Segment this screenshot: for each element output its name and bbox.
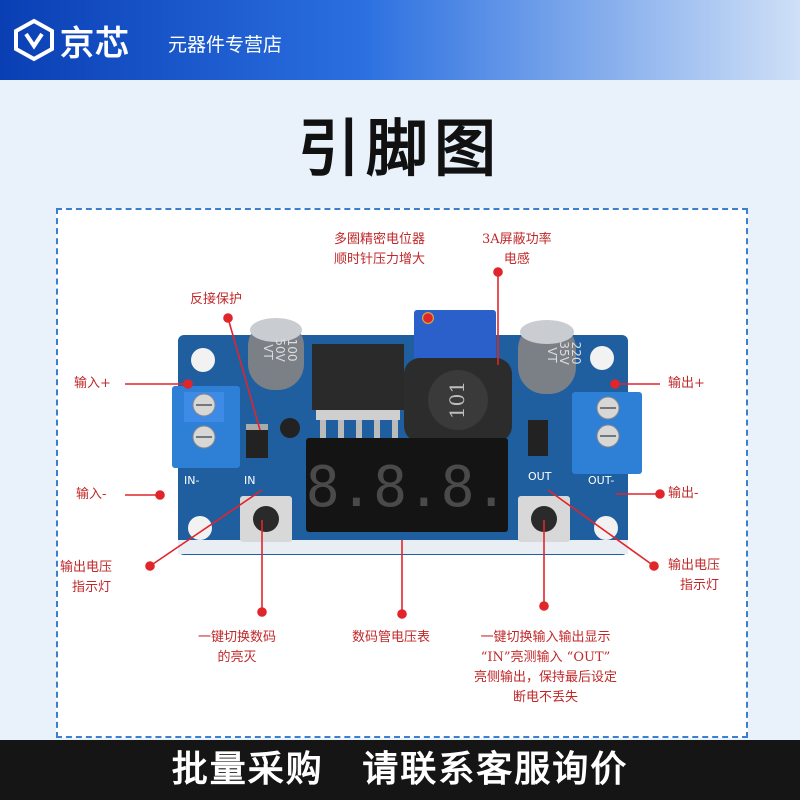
cap-left-vt: VT <box>261 344 275 360</box>
mount-hole <box>188 516 212 540</box>
output-diode <box>528 420 548 456</box>
cap-left-value: 100 <box>285 339 299 362</box>
label-output-minus: 输出- <box>668 486 699 501</box>
callout-dot <box>183 379 193 389</box>
label-input-plus: 输入+ <box>74 376 111 391</box>
display-digits: 8.8.8. <box>306 455 508 520</box>
cap-right-voltage: 35V <box>557 341 571 365</box>
label-inductor-line1: 3A屏蔽功率 <box>482 232 552 247</box>
footer-bulk-purchase: 批量采购 <box>171 749 324 790</box>
callout-line <box>547 489 655 567</box>
cap-right-vt: VT <box>545 347 559 363</box>
callout-line <box>227 317 261 431</box>
callout-dot <box>610 379 620 389</box>
cap-left-voltage: 50V <box>273 338 287 362</box>
label-inductor: 3A屏蔽功率 电感 <box>482 230 552 270</box>
brand-name: 京芯 <box>60 24 130 64</box>
brand-subtitle: 元器件专营店 <box>168 34 283 56</box>
label-left-button-line1: 一键切换数码 <box>198 630 277 645</box>
silk-out: OUT <box>528 470 552 483</box>
callout-dot <box>257 607 267 617</box>
label-led-left: 输出电压 指示灯 <box>60 558 112 598</box>
silk-in: IN <box>244 474 255 487</box>
seven-segment-display <box>306 438 508 532</box>
label-led-left-line2: 指示灯 <box>72 580 112 595</box>
callout-dot <box>655 489 665 499</box>
callout-dot <box>539 601 549 611</box>
label-right-button-line1: 一键切换输入输出显示 <box>480 630 611 645</box>
label-reverse-protect: 反接保护 <box>190 292 243 307</box>
store-header: 京芯 元器件专营店 <box>0 0 800 80</box>
regulator-ic <box>312 344 404 410</box>
callout-dot <box>397 609 407 619</box>
right-button-cap <box>531 506 557 532</box>
callout-dot <box>649 561 659 571</box>
page-title: 引脚图 <box>297 112 502 185</box>
callout-dot <box>423 313 433 323</box>
label-potentiometer-line1: 多圈精密电位器 <box>334 232 426 247</box>
label-right-button: 一键切换输入输出显示 “IN”亮测输入 “OUT” 亮侧输出，保持最后设定 断电… <box>474 628 617 708</box>
footer-contact-service: 请联系客服询价 <box>362 749 629 790</box>
label-led-right-line2: 指示灯 <box>680 578 720 593</box>
label-potentiometer: 多圈精密电位器 顺时针压力增大 <box>322 230 425 270</box>
label-input-minus: 输入- <box>76 487 107 502</box>
callout-dot <box>155 490 165 500</box>
label-led-right: 输出电压 指示灯 <box>668 556 720 596</box>
left-button-cap <box>253 506 279 532</box>
label-output-plus: 输出+ <box>668 376 705 391</box>
label-right-button-line3: 亮侧输出，保持最后设定 <box>474 670 618 685</box>
callout-line <box>149 489 263 567</box>
callout-dot <box>493 267 503 277</box>
silk-in-minus: IN- <box>184 474 199 487</box>
label-led-left-line1: 输出电压 <box>60 560 113 575</box>
footer-banner: 批量采购 请联系客服询价 <box>0 740 800 800</box>
label-potentiometer-line2: 顺时针压力增大 <box>334 252 426 267</box>
mount-hole <box>594 516 618 540</box>
potentiometer <box>414 310 496 364</box>
callout-dot <box>223 313 233 323</box>
mount-hole <box>590 346 614 370</box>
silk-out-minus: OUT- <box>588 474 614 487</box>
jingxin-logo-icon <box>14 18 54 62</box>
callout-dot <box>145 561 155 571</box>
label-right-button-line4: 断电不丢失 <box>513 690 579 705</box>
label-left-button-line2: 的亮灭 <box>217 650 257 665</box>
cap-right-value: 220 <box>569 342 583 365</box>
label-led-right-line1: 输出电压 <box>668 558 721 573</box>
protection-diode <box>246 424 268 458</box>
mount-hole <box>191 348 215 372</box>
pcb-board-edge <box>178 540 628 554</box>
label-inductor-line2: 电感 <box>503 252 530 267</box>
inductor-text: 101 <box>445 381 469 419</box>
label-right-button-line2: “IN”亮测输入 “OUT” <box>480 650 611 665</box>
cap-right-text: 220 35V VT <box>545 341 583 368</box>
label-display: 数码管电压表 <box>352 630 431 645</box>
label-left-button: 一键切换数码 的亮灭 <box>198 628 276 668</box>
transistor <box>280 418 300 438</box>
cap-left-text: 100 50V VT <box>261 338 299 365</box>
